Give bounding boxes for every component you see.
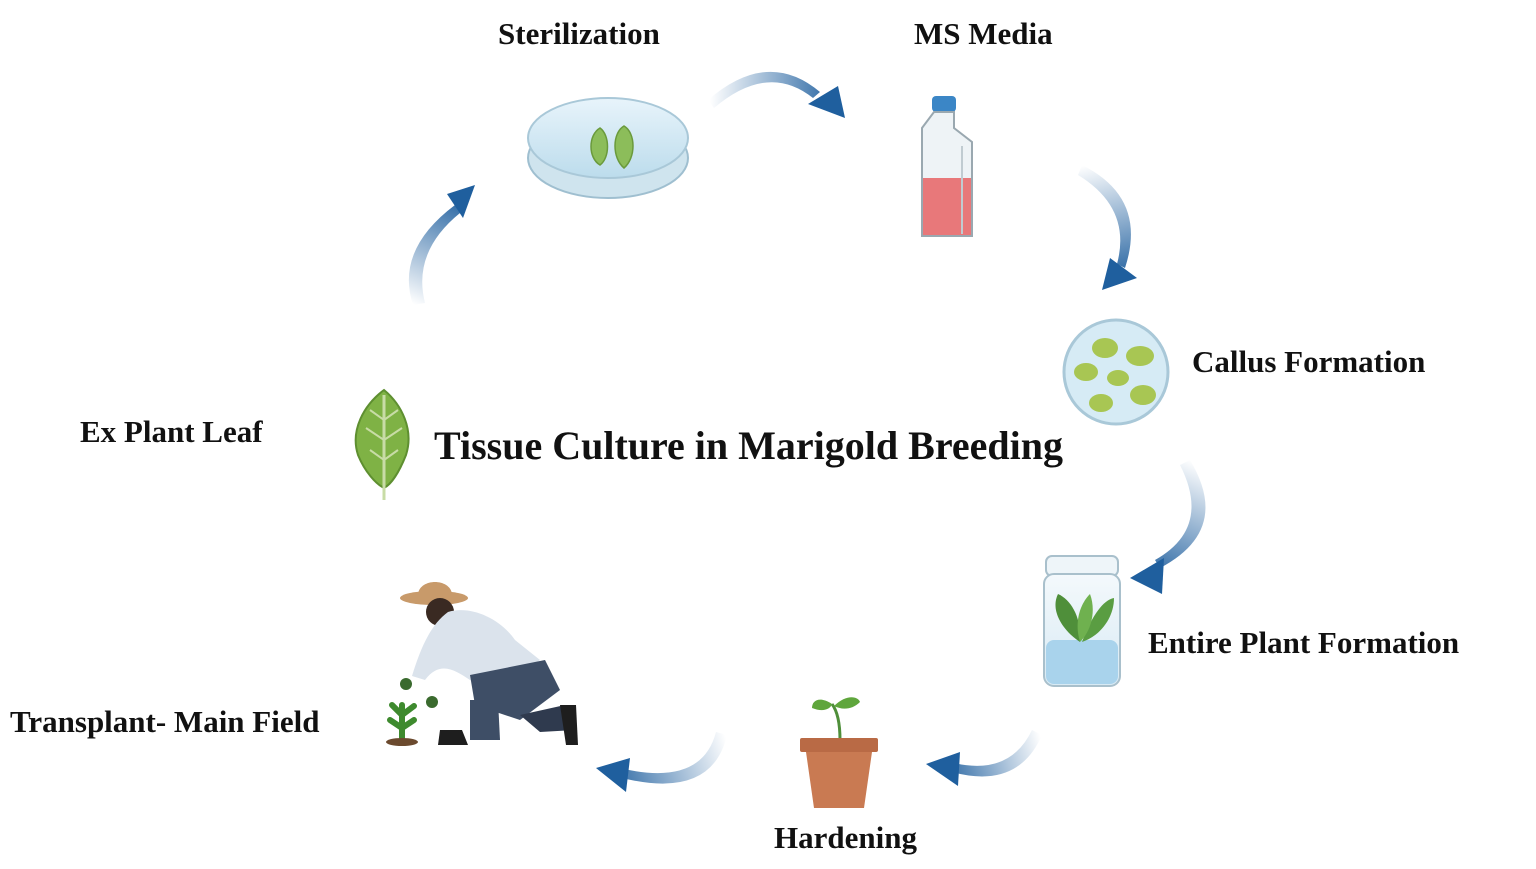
step-label-ms-media: MS Media (914, 16, 1053, 51)
petri-dish-icon (527, 97, 689, 199)
diagram-title: Tissue Culture in Marigold Breeding (434, 423, 1063, 468)
farmer-planting-icon (386, 582, 578, 746)
seedling-pot-icon (800, 697, 878, 808)
step-label-entire-plant-formation: Entire Plant Formation (1148, 625, 1460, 660)
callus-dish-icon (1062, 318, 1170, 426)
arrow-media-to-callus (1078, 165, 1137, 290)
step-label-sterilization: Sterilization (498, 16, 660, 51)
step-label-callus-formation: Callus Formation (1192, 344, 1426, 379)
arrow-plant-to-hardening (926, 730, 1042, 786)
plant-jar-icon (1043, 555, 1121, 687)
arrow-leaf-to-sterilization (408, 185, 475, 305)
leaf-icon (354, 388, 410, 500)
arrow-sterilization-to-media (708, 71, 845, 118)
arrow-callus-to-plant (1130, 460, 1206, 594)
step-label-hardening: Hardening (774, 820, 917, 855)
arrow-hardening-to-transplant (596, 732, 727, 792)
culture-flask-icon (921, 96, 973, 237)
step-label-ex-plant-leaf: Ex Plant Leaf (80, 414, 263, 449)
step-label-transplant-main-field: Transplant- Main Field (10, 704, 320, 739)
